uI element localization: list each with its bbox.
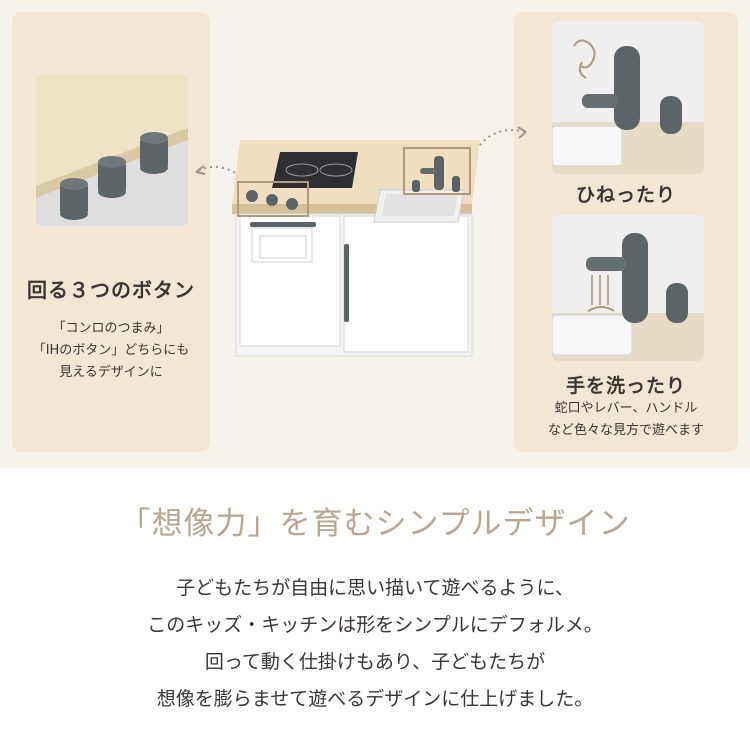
body-line: このキッズ・キッチンは形をシンプルにデフォルメ。	[147, 614, 603, 636]
left-note-line: 見えるデザインに	[59, 365, 163, 380]
left-feature-title: 回る３つのボタン	[27, 278, 195, 302]
handwash-photo	[552, 215, 704, 361]
left-feature-note: 「コンロのつまみ」 「IHのボタン」どちらにも 見えるデザインに	[12, 318, 210, 384]
knob-closeup-photo	[36, 74, 188, 226]
right-note-line: 蛇口やレバー、ハンドル	[554, 401, 698, 416]
handwash-feature-title: 手を洗ったり	[565, 375, 686, 397]
body-line: 子どもたちが自由に思い描いて遊べるように、	[176, 577, 574, 599]
connector-arrows	[195, 126, 527, 177]
kids-kitchen-illustration	[232, 140, 480, 357]
left-note-line: 「IHのボタン」どちらにも	[32, 343, 190, 358]
main-body-text: 子どもたちが自由に思い描いて遊べるように、 このキッズ・キッチンは形をシンプルに…	[0, 570, 750, 718]
right-note-line: など色々な見方で遊べます	[547, 423, 704, 438]
left-note-line: 「コンロのつまみ」	[52, 321, 170, 336]
faucet-twist-photo	[552, 22, 704, 174]
body-line: 想像を膨らませて遊べるデザインに仕上げました。	[156, 688, 594, 710]
main-heading: 「想像力」を育むシンプルデザイン	[119, 506, 631, 542]
twist-feature-title: ひねったり	[575, 184, 676, 206]
right-feature-note: 蛇口やレバー、ハンドル など色々な見方で遊べます	[514, 398, 738, 442]
body-line: 回って動く仕掛けもあり、子どもたちが	[204, 651, 546, 673]
